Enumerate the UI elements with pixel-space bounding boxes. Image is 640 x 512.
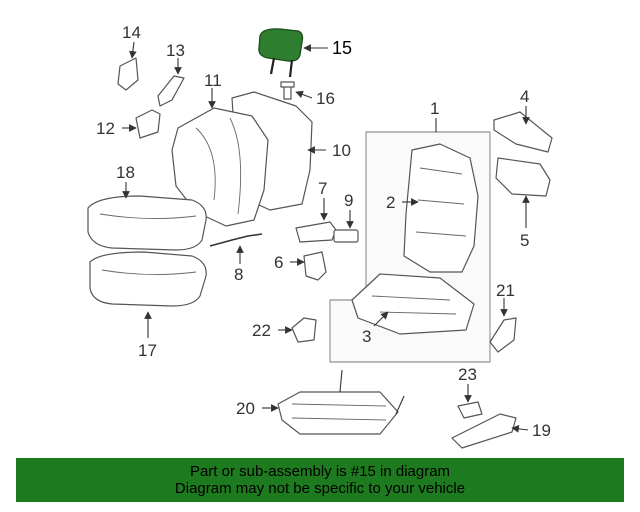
callout-labels: 14 13 11 12 15 16 10 18 17 8 7 9 6 22 1 … bbox=[96, 23, 551, 440]
part-12-cover[interactable] bbox=[135, 109, 161, 139]
part-17-cushion-pad[interactable] bbox=[89, 251, 207, 307]
callout-9: 9 bbox=[344, 191, 353, 210]
part-22-bracket[interactable] bbox=[291, 317, 317, 343]
part-19-cover[interactable] bbox=[451, 413, 517, 449]
part-23-bracket[interactable] bbox=[457, 401, 483, 419]
part-20-seat-track[interactable] bbox=[277, 369, 405, 435]
part-14-cover[interactable] bbox=[117, 57, 139, 91]
callout-18: 18 bbox=[116, 163, 135, 182]
banner-line-2: Diagram may not be specific to your vehi… bbox=[174, 480, 466, 497]
part-9-cover[interactable] bbox=[333, 229, 359, 243]
callout-16: 16 bbox=[316, 89, 335, 108]
callout-1: 1 bbox=[430, 99, 439, 118]
callout-22: 22 bbox=[252, 321, 271, 340]
leader-lines bbox=[122, 41, 530, 433]
part-6-clip[interactable] bbox=[303, 251, 327, 281]
callout-14: 14 bbox=[122, 23, 141, 42]
callout-13: 13 bbox=[166, 41, 185, 60]
callout-2: 2 bbox=[386, 193, 395, 212]
callout-21: 21 bbox=[496, 281, 515, 300]
seat-parts-diagram: 14 13 11 12 15 16 10 18 17 8 7 9 6 22 1 … bbox=[87, 23, 553, 449]
callout-8: 8 bbox=[234, 265, 243, 284]
callout-23: 23 bbox=[458, 365, 477, 384]
part-8-wire[interactable] bbox=[209, 233, 263, 247]
part-11-seatback-cover[interactable] bbox=[171, 107, 269, 227]
banner-line-1: Part or sub-assembly is #15 in diagram bbox=[189, 463, 451, 480]
callout-15: 15 bbox=[332, 38, 352, 58]
callout-17: 17 bbox=[138, 341, 157, 360]
info-banner: Part or sub-assembly is #15 in diagram D… bbox=[16, 458, 624, 502]
callout-10: 10 bbox=[332, 141, 351, 160]
callout-5: 5 bbox=[520, 231, 529, 250]
callout-19: 19 bbox=[532, 421, 551, 440]
callout-4: 4 bbox=[520, 87, 529, 106]
callout-3: 3 bbox=[362, 327, 371, 346]
part-13-cover[interactable] bbox=[157, 75, 185, 107]
part-15-headrest[interactable] bbox=[258, 28, 304, 78]
part-18-cushion-cover[interactable] bbox=[87, 195, 207, 251]
callout-12: 12 bbox=[96, 119, 115, 138]
part-21-cover[interactable] bbox=[489, 317, 517, 353]
callout-11: 11 bbox=[204, 71, 222, 90]
part-2-seatback-frame[interactable] bbox=[403, 143, 479, 273]
part-16-headrest-guide[interactable] bbox=[280, 81, 295, 100]
part-5-tray[interactable] bbox=[495, 157, 551, 197]
part-4-cover[interactable] bbox=[493, 111, 553, 153]
callout-20: 20 bbox=[236, 399, 255, 418]
callout-6: 6 bbox=[274, 253, 283, 272]
callout-7: 7 bbox=[318, 179, 327, 198]
part-7-bracket[interactable] bbox=[295, 221, 337, 243]
